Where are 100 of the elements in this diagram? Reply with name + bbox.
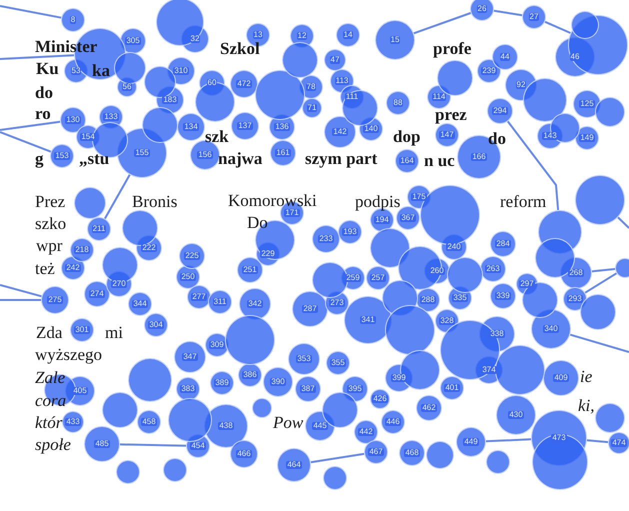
node-number: 395 xyxy=(347,385,363,393)
node-number: 386 xyxy=(242,371,258,379)
node-number: 458 xyxy=(141,418,157,426)
graph-node xyxy=(277,448,311,482)
graph-node xyxy=(187,285,211,309)
graph-node xyxy=(41,286,69,314)
graph-node xyxy=(128,292,152,316)
graph-node xyxy=(70,318,94,342)
body-text: Prez xyxy=(35,193,66,210)
graph-node xyxy=(495,345,545,395)
node-number: 259 xyxy=(345,274,361,282)
node-number: 111 xyxy=(344,93,360,101)
body-text: Zda xyxy=(36,324,62,341)
node-number: 47 xyxy=(330,56,340,64)
connector-line xyxy=(617,216,629,229)
graph-node xyxy=(354,420,378,444)
graph-node xyxy=(375,20,415,60)
node-number: 137 xyxy=(237,122,253,130)
graph-node xyxy=(615,258,629,278)
node-number: 12 xyxy=(296,32,308,40)
graph-node xyxy=(490,283,516,309)
graph-node xyxy=(573,90,601,118)
node-number: 164 xyxy=(399,157,415,165)
graph-node xyxy=(163,458,187,482)
node-number: 56 xyxy=(122,83,132,91)
node-number: 338 xyxy=(489,330,505,338)
node-number: 472 xyxy=(236,80,252,88)
node-number: 270 xyxy=(111,280,127,288)
node-number: 153 xyxy=(54,152,70,160)
graph-node xyxy=(168,398,212,442)
node-number: 53 xyxy=(70,67,82,75)
graph-node xyxy=(116,460,140,484)
node-number: 13 xyxy=(252,31,264,39)
graph-node xyxy=(295,376,321,402)
graph-node xyxy=(486,450,510,474)
graph-node xyxy=(137,410,161,434)
node-number: 250 xyxy=(180,273,196,281)
graph-node xyxy=(312,225,340,253)
node-number: 92 xyxy=(516,81,526,89)
node-number: 445 xyxy=(312,422,328,430)
node-number: 114 xyxy=(432,93,446,101)
node-number: 175 xyxy=(411,193,427,201)
body-text: reform xyxy=(500,193,546,210)
body-text: ro xyxy=(35,105,51,122)
node-number: 355 xyxy=(330,359,346,367)
node-number: 142 xyxy=(332,128,348,136)
body-text: wpr xyxy=(36,237,62,254)
graph-node xyxy=(177,113,205,141)
node-number: 467 xyxy=(368,448,384,456)
graph-node xyxy=(263,367,293,397)
graph-node xyxy=(522,5,546,29)
body-text: ie xyxy=(580,368,592,385)
node-number: 14 xyxy=(342,31,354,39)
graph-node xyxy=(370,389,390,409)
graph-node xyxy=(270,140,296,166)
graph-node xyxy=(480,256,506,282)
graph-node xyxy=(435,123,459,147)
connector-line xyxy=(104,174,131,220)
connector-line xyxy=(413,12,472,34)
graph-node xyxy=(122,210,158,246)
graph-node xyxy=(563,287,587,311)
node-number: 288 xyxy=(420,296,436,304)
graph-node xyxy=(208,290,232,314)
node-number: 27 xyxy=(528,13,540,21)
graph-node xyxy=(179,243,205,269)
node-number: 113 xyxy=(334,77,350,85)
body-text: ka xyxy=(92,62,110,79)
node-number: 466 xyxy=(236,450,252,458)
node-number: 399 xyxy=(391,374,407,382)
node-number: 374 xyxy=(481,366,497,374)
node-number: 194 xyxy=(374,216,390,224)
body-text: Bronis xyxy=(132,193,178,210)
node-number: 389 xyxy=(214,379,230,387)
node-number: 161 xyxy=(275,149,291,157)
node-number: 284 xyxy=(495,240,511,248)
connector-line xyxy=(494,10,522,16)
graph-node xyxy=(595,97,625,127)
node-number: 339 xyxy=(495,292,511,300)
graph-node xyxy=(608,432,629,454)
graph-node xyxy=(523,78,567,122)
body-text: któr xyxy=(35,414,62,431)
graph-node xyxy=(102,392,138,428)
node-number: 193 xyxy=(342,228,358,236)
node-number: 328 xyxy=(439,317,455,325)
node-number: 485 xyxy=(94,440,110,448)
graph-node xyxy=(395,149,419,173)
node-number: 211 xyxy=(92,225,106,233)
connector-line xyxy=(310,452,364,464)
body-text: też xyxy=(35,260,55,277)
graph-node xyxy=(114,52,146,84)
graph-node xyxy=(210,371,234,395)
graph-node xyxy=(288,343,320,375)
node-number: 251 xyxy=(242,266,258,274)
graph-node xyxy=(595,403,625,433)
connector-line xyxy=(592,268,616,272)
body-text: ki, xyxy=(578,397,595,414)
node-number: 430 xyxy=(508,411,524,419)
node-number: 183 xyxy=(162,96,178,104)
node-number: 155 xyxy=(134,149,150,157)
body-text: szym part xyxy=(305,150,378,167)
